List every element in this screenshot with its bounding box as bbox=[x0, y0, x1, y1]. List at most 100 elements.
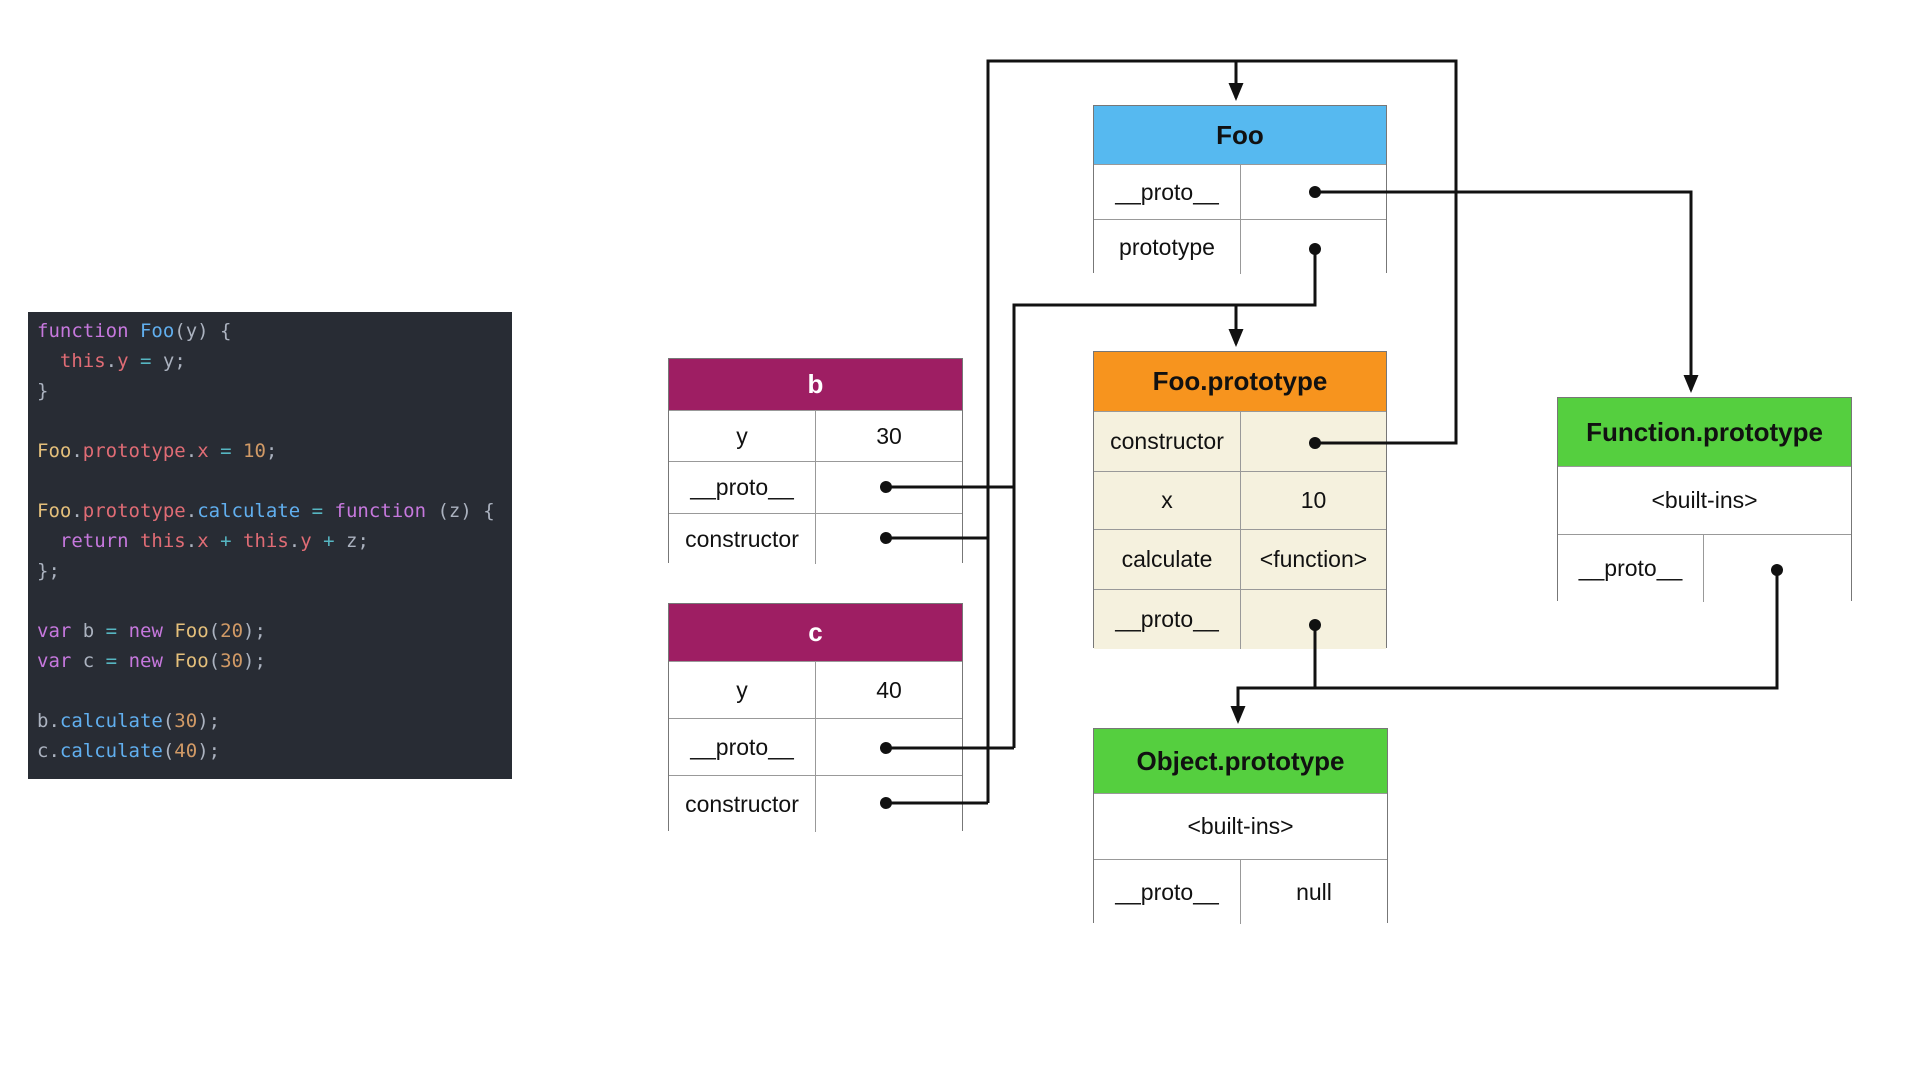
code-token-prop: this bbox=[139, 530, 186, 552]
code-line bbox=[37, 676, 512, 706]
code-token-prop: prototype bbox=[82, 500, 186, 522]
code-token-num: 30 bbox=[174, 710, 198, 732]
code-token-pl: c bbox=[71, 650, 106, 672]
code-token-num: 40 bbox=[174, 740, 198, 762]
object-table-function-prototype: Function.prototype<built-ins>__proto__ bbox=[1557, 397, 1852, 602]
code-token-fn: calculate bbox=[59, 740, 163, 762]
code-token-pl: ); bbox=[243, 620, 266, 642]
table-header-foo: Foo bbox=[1094, 106, 1386, 164]
table-row-b: constructor bbox=[669, 513, 962, 564]
code-line: var b = new Foo(20); bbox=[37, 616, 512, 646]
code-token-pl: (z) { bbox=[426, 500, 495, 522]
code-token-pl: } bbox=[37, 380, 49, 402]
code-token-prop: this bbox=[243, 530, 289, 552]
code-token-kw: var bbox=[37, 620, 72, 642]
code-token-pl: . bbox=[185, 500, 198, 522]
cell-value bbox=[1241, 412, 1386, 471]
table-row-foo: __proto__ bbox=[1094, 164, 1386, 219]
cell-span: <built-ins> bbox=[1651, 487, 1758, 513]
table-row-foo-prototype: constructor bbox=[1094, 411, 1386, 471]
cell-value bbox=[816, 719, 962, 775]
table-row-c: __proto__ bbox=[669, 718, 962, 775]
code-token-pl: y; bbox=[151, 350, 186, 372]
code-token-op: = bbox=[105, 620, 118, 642]
code-token-pl: . bbox=[105, 350, 118, 372]
table-header-c: c bbox=[669, 604, 962, 661]
table-header-foo-prototype: Foo.prototype bbox=[1094, 352, 1386, 411]
code-token-pl: b. bbox=[37, 710, 60, 732]
table-header-b: b bbox=[669, 359, 962, 410]
cell-value bbox=[1704, 535, 1851, 602]
code-token-op: = bbox=[220, 440, 232, 462]
code-token-pl: . bbox=[71, 440, 83, 462]
table-row-b: __proto__ bbox=[669, 461, 962, 513]
cell-key: x bbox=[1094, 472, 1241, 529]
table-row-b: y 30 bbox=[669, 410, 962, 461]
cell-key: constructor bbox=[669, 514, 816, 564]
table-row-foo-prototype: x 10 bbox=[1094, 471, 1386, 529]
table-row-function-prototype: <built-ins> bbox=[1558, 466, 1851, 534]
cell-value: 30 bbox=[876, 422, 902, 449]
cell-key: calculate bbox=[1094, 530, 1241, 589]
code-token-fn: calculate bbox=[59, 710, 163, 732]
code-token-name: Foo bbox=[37, 500, 72, 522]
code-token-kw: function bbox=[37, 320, 140, 342]
arrow-into-object-prototype bbox=[1230, 686, 1315, 724]
cell-key: __proto__ bbox=[669, 719, 816, 775]
code-token-pl: ( bbox=[208, 620, 221, 642]
code-line bbox=[37, 466, 512, 496]
code-token-op: = bbox=[311, 500, 324, 522]
code-token-pl bbox=[37, 530, 60, 552]
code-token-prop: y bbox=[117, 350, 129, 372]
table-row-object-prototype: <built-ins> bbox=[1094, 793, 1387, 859]
code-token-op: + bbox=[323, 530, 335, 552]
cell-key: constructor bbox=[1094, 412, 1241, 471]
code-line: var c = new Foo(30); bbox=[37, 646, 512, 676]
code-token-pl bbox=[163, 650, 174, 672]
cell-value: 40 bbox=[876, 676, 902, 703]
code-token-op: + bbox=[220, 530, 232, 552]
code-line: function Foo(y) { bbox=[37, 316, 512, 346]
code-line: Foo.prototype.calculate = function (z) { bbox=[37, 496, 512, 526]
code-token-pl: z; bbox=[334, 530, 369, 552]
code-token-num: 30 bbox=[220, 650, 244, 672]
cell-key: __proto__ bbox=[669, 462, 816, 513]
code-token-kw: new bbox=[128, 620, 163, 642]
code-line: } bbox=[37, 376, 512, 406]
cell-key: __proto__ bbox=[1558, 535, 1704, 602]
code-token-name: Foo bbox=[174, 650, 209, 672]
object-table-foo: Foo__proto__prototype bbox=[1093, 105, 1387, 274]
code-token-prop: x bbox=[197, 530, 209, 552]
table-row-foo-prototype: __proto__ bbox=[1094, 589, 1386, 649]
cell-value: 10 bbox=[1300, 487, 1327, 513]
code-token-pl bbox=[117, 650, 128, 672]
code-token-pl: . bbox=[71, 500, 83, 522]
code-token-kw: return bbox=[59, 530, 129, 552]
cell-value bbox=[1241, 165, 1386, 219]
code-token-pl: ( bbox=[208, 650, 221, 672]
code-token-pl bbox=[129, 350, 140, 372]
cell-key: y bbox=[669, 411, 816, 461]
cell-key: __proto__ bbox=[1094, 590, 1241, 649]
code-token-pl bbox=[163, 620, 174, 642]
code-token-kw: new bbox=[128, 650, 163, 672]
code-token-pl bbox=[300, 500, 311, 522]
code-token-pl bbox=[37, 350, 60, 372]
code-line: this.y = y; bbox=[37, 346, 512, 376]
code-token-pl: ( bbox=[162, 710, 175, 732]
cell-value bbox=[1241, 220, 1386, 274]
code-token-pl: ( bbox=[162, 740, 175, 762]
code-line bbox=[37, 406, 512, 436]
table-row-foo-prototype: calculate<function> bbox=[1094, 529, 1386, 589]
code-token-op: = bbox=[140, 350, 152, 372]
cell-value bbox=[1241, 590, 1386, 649]
cell-span: <built-ins> bbox=[1187, 813, 1294, 839]
cell-value bbox=[816, 462, 962, 513]
table-row-c: constructor bbox=[669, 775, 962, 832]
code-token-kw: var bbox=[37, 650, 72, 672]
code-line: Foo.prototype.x = 10; bbox=[37, 436, 512, 466]
